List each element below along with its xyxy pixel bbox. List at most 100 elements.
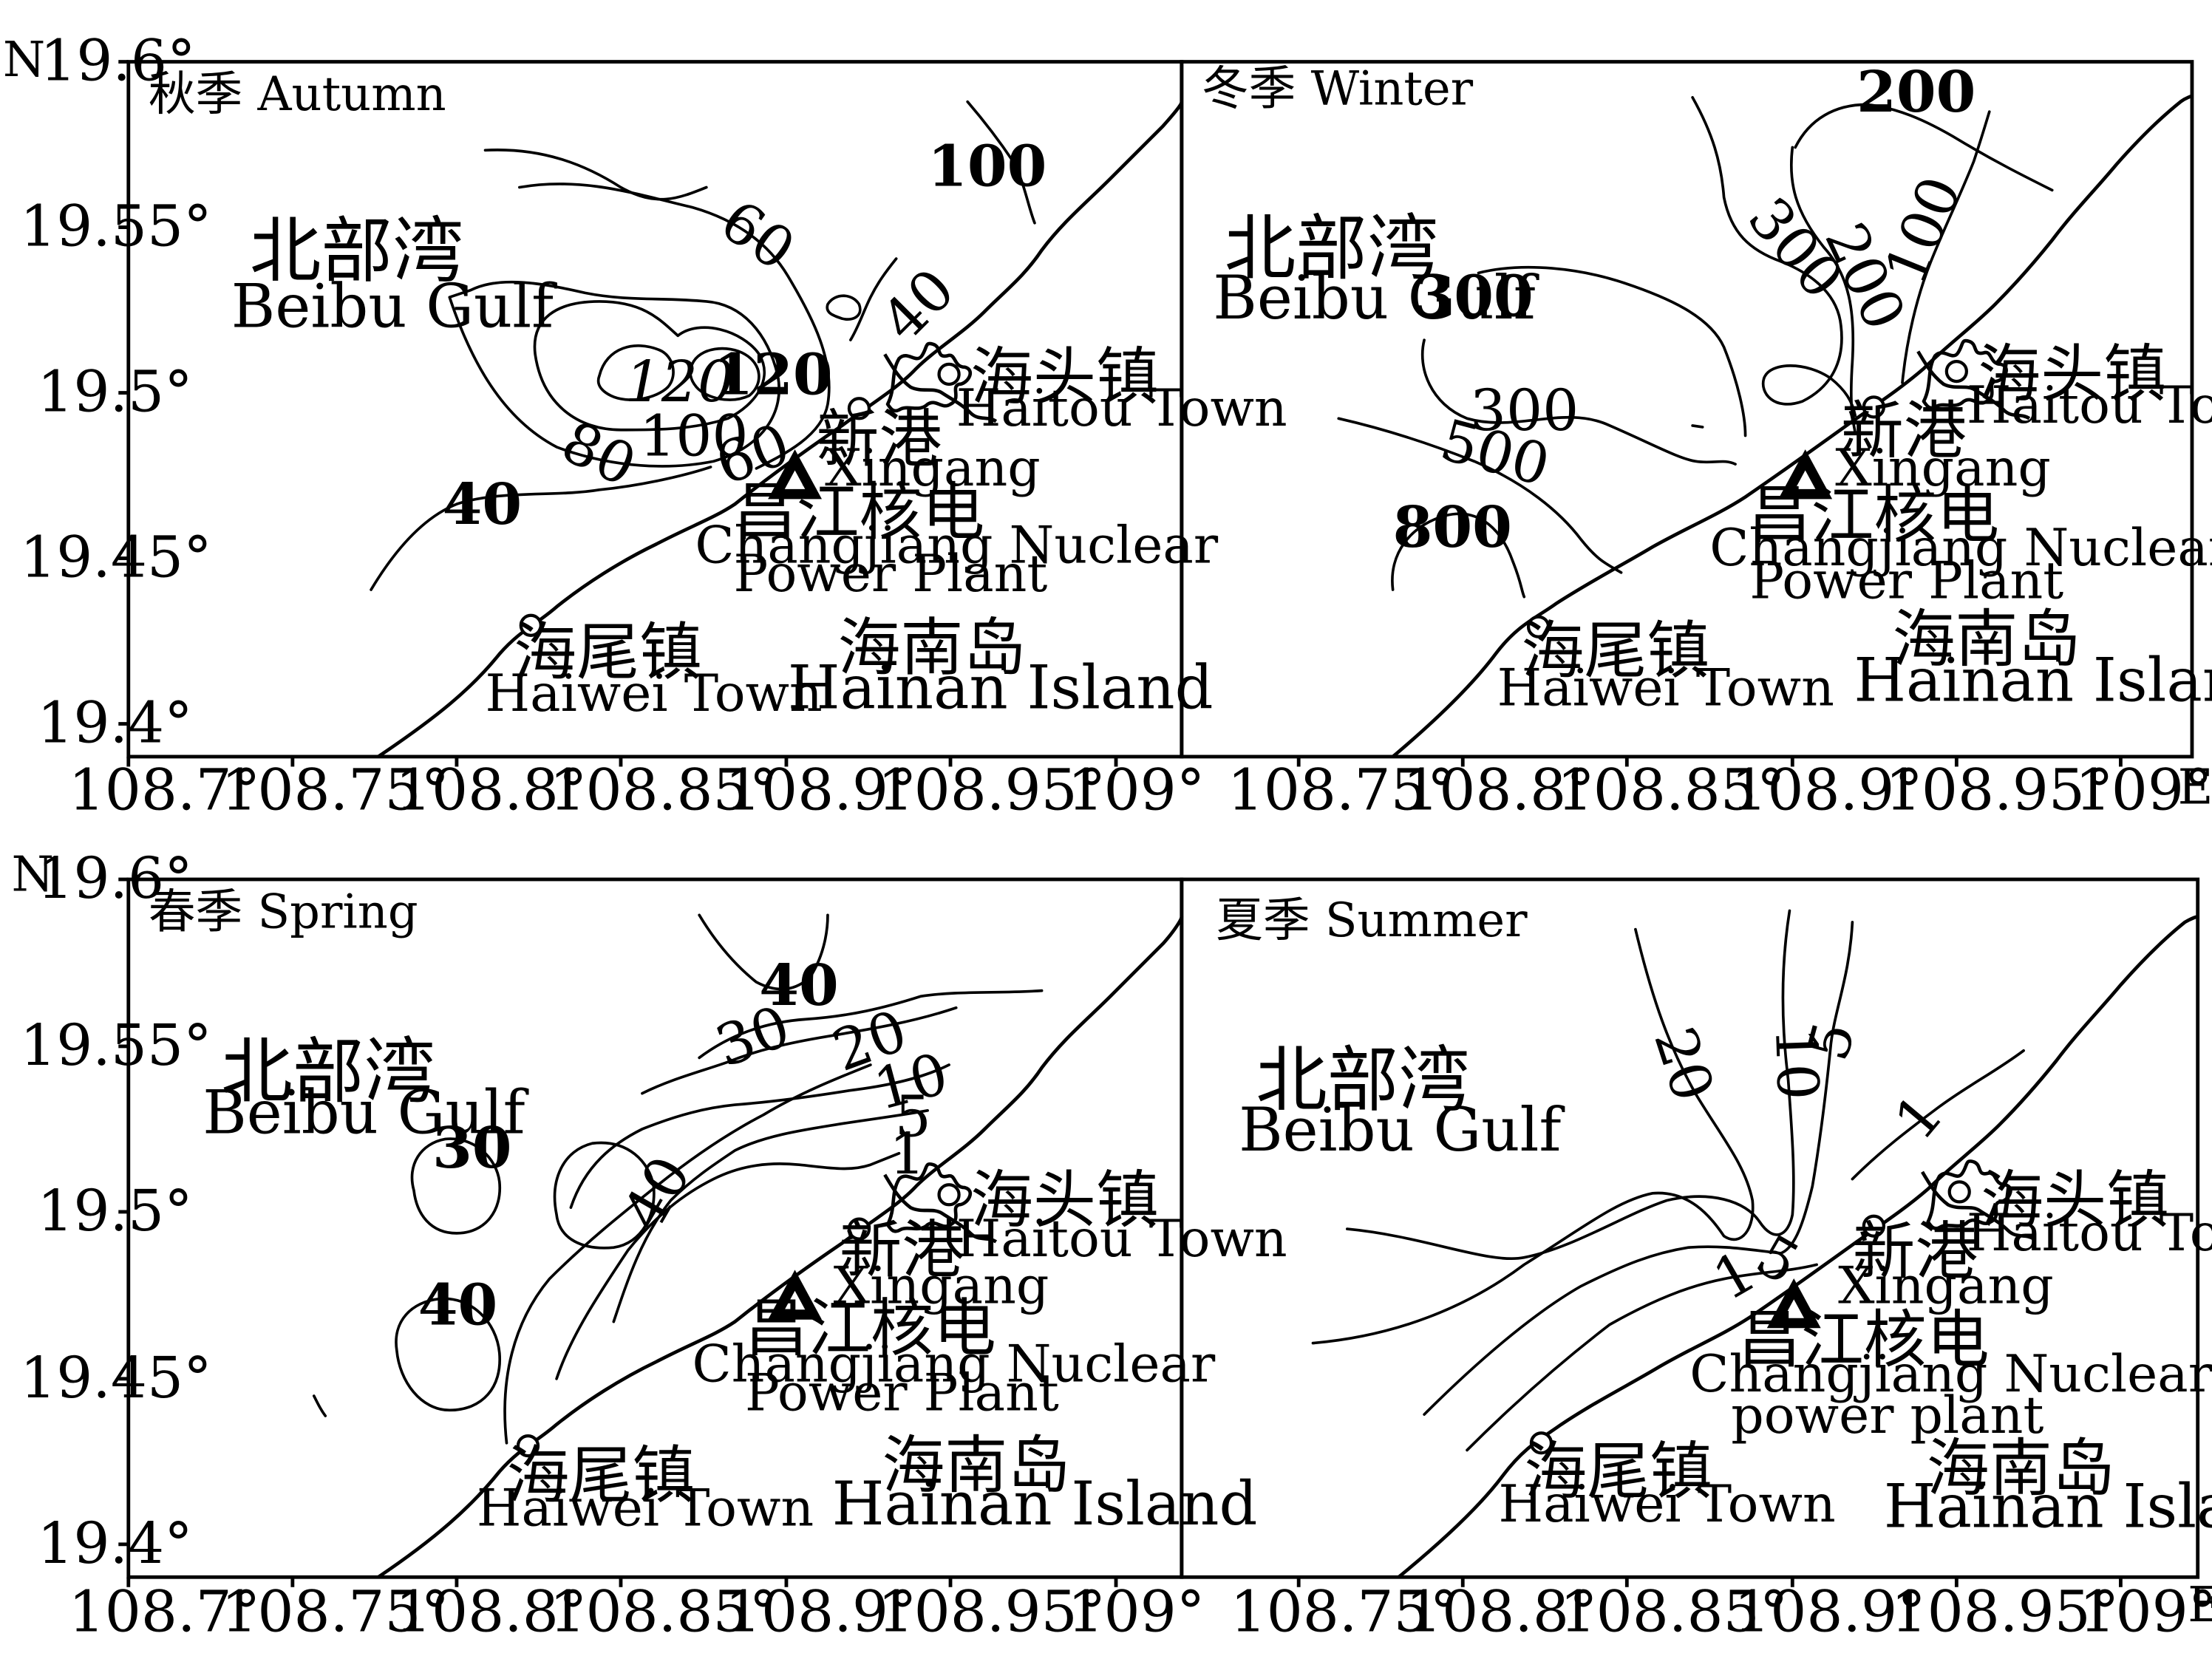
contour-40-center [553,1141,656,1250]
xingang-marker [1862,395,1886,419]
panel-autumn: 秋季 Autumn 100 60 40 120 120 100 80 [126,60,1287,759]
xingang-label-zh: 新港 [839,1214,964,1287]
xingang-marker [1862,1214,1886,1238]
contour-5 [612,1108,929,1323]
x-tick-label: 108.7° [69,757,261,823]
haitou-town-marker [937,362,961,386]
x-tick-label: 108.85° [549,757,777,823]
haitou-label-zh: 海头镇 [1978,338,2166,411]
contour-5 [1423,921,1854,1416]
contour-1 [555,1151,901,1380]
x-tick-label: 108.8° [395,1579,588,1646]
haiwei-town-marker [519,613,542,637]
xingang-marker [847,1217,871,1241]
haiwei-town-marker [1526,615,1551,638]
x-axis-letter: E [2188,1577,2212,1633]
nuclear-plant-triangle-icon [768,1270,822,1320]
x-tick-label: 108.9° [1731,757,1923,823]
sea-label-en: Beibu Gulf [1213,264,1539,333]
panel-title: 夏季 Summer [1216,893,1528,948]
haiwei-label-en: Haiwei Town [486,664,823,723]
xingang-label-en: Xingang [1838,1256,2054,1316]
contour-300-loop [1420,338,1737,466]
xingang-marker [847,397,871,420]
x-tick-label: 108.95° [878,757,1106,823]
y-tick-label: 19.4° [37,690,193,757]
contour-120-inner-b [689,347,760,401]
axes-top: N 19.6° 19.55° 19.5° 19.45° 19.4° [3,28,2212,824]
haitou-label-zh: 海头镇 [1981,1164,2169,1237]
contour-800 [1391,512,1526,599]
x-tick-label: 108.8° [395,757,588,823]
contour-label: 800 [1393,494,1512,561]
sea-label-zh: 北部湾 [1256,1038,1470,1122]
y-tick-label: 19.55° [20,194,212,260]
island-label-en: Hainan Island [1854,647,2212,716]
y-tick-label: 19.55° [20,1012,212,1079]
contour-500 [1337,417,1623,574]
contour-label: 40 [443,471,522,538]
contour-label: 1 [889,1121,925,1188]
y-tick-label: 19.45° [20,1345,212,1411]
x-ticks-bottom: 108.7° 108.75° 108.8° 108.85° 108.9° 108… [69,1577,2212,1646]
y-tick-label: 19.5° [37,359,193,426]
island-label-zh: 海南岛 [1892,604,2080,677]
plant-label-en-1: Changjiang Nuclear [692,1335,1216,1394]
sea-label-zh: 北部湾 [250,209,464,293]
panel-spring: 春季 Spring 40 30 20 10 5 1 30 [126,877,1287,1579]
x-tick-label: 108.95° [878,1579,1106,1646]
haitou-label-zh: 海头镇 [970,1164,1159,1237]
contour-60 [518,183,831,470]
x-tick-label: 108.9° [1734,1579,1926,1646]
haitou-town-marker [1947,1180,1971,1204]
contour-label: 100 [1872,168,1975,293]
contour-120-inner [596,344,675,401]
y-ticks-bottom: 19.6° 19.55° 19.5° 19.45° 19.4° [20,845,212,1577]
panel-winter: 冬季 Winter 200 300 200 100 300 300 500 80 [1180,58,2212,759]
y-tick-label: 19.5° [37,1178,193,1244]
x-tick-label: 108.95° [1885,757,2114,823]
x-tick-label: 109° [2075,757,2212,823]
haiwei-label-zh: 海尾镇 [1521,615,1709,688]
nuclear-plant-triangle-icon [1766,1278,1821,1329]
contour-small-loop [826,294,862,321]
y-tick-label: 19.45° [20,525,212,591]
island-label-zh: 海南岛 [882,1430,1070,1503]
contour-1-north [1851,1049,2025,1181]
contour-dot [1691,424,1704,429]
x-axis-letter: E [2178,760,2212,816]
contour-30-west-loop [410,1137,502,1235]
plant-label-zh: 昌江核电 [745,1292,996,1366]
x-tick-label: 108.9° [725,757,917,823]
plant-label-en-2: Power Plant [734,544,1048,604]
contour-labels: 100 60 40 120 120 100 80 60 40 [443,133,1047,539]
contour-200-center [1789,146,1857,435]
contour-tiny [312,1394,327,1417]
haitou-town-marker [937,1183,961,1207]
contour-100-ne [966,100,1036,225]
haitou-label-en: Haitou Town [1967,375,2212,435]
x-tick-label: 109° [2079,1579,2212,1646]
contour-40-north [698,913,829,991]
xingang-label-en: Xingang [1835,438,2051,498]
plant-label-zh: 昌江核电 [1738,1304,1990,1377]
y-ticks-top: 19.6° 19.55° 19.5° 19.45° 19.4° [20,28,212,757]
contour-40-west-loop [395,1297,502,1412]
plant-label-zh: 昌江核电 [734,477,985,550]
axes-bottom: N 19.6° 19.55° 19.5° 19.45° 19.4° [11,845,2212,1646]
haitou-town-marker [1944,359,1968,384]
haiwei-label-en: Haiwei Town [477,1479,814,1539]
contour-300-west [1477,265,1747,437]
contour-100-north [483,149,708,201]
contour-80-loop [448,280,780,468]
contour-label: 300 [1470,378,1579,444]
contour-300-north [1691,96,1857,418]
contours [1337,96,2054,599]
nuclear-plant-triangle-icon [1778,449,1833,500]
panel-summer: 夏季 Summer 20 10 5 1 5 1 北部湾 Beibu Gulf 海… [1180,877,2212,1579]
contours [370,100,1036,591]
haiwei-town-marker [1529,1431,1553,1455]
contour-label: 30 [432,1114,511,1182]
sea-label-zh: 北部湾 [1225,206,1439,290]
panel-title: 冬季 Winter [1202,61,1474,116]
